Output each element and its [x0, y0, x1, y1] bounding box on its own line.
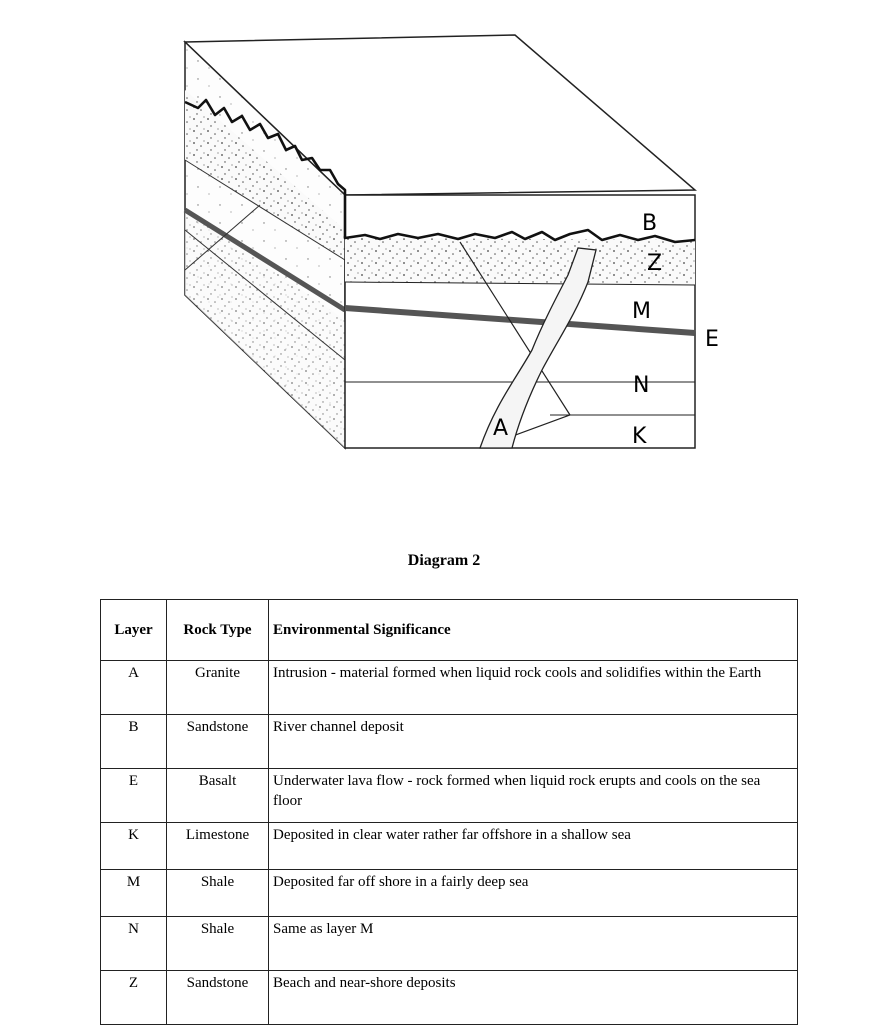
- header-layer: Layer: [100, 599, 167, 661]
- cell-significance: Same as layer M: [268, 916, 798, 971]
- cell-significance: Deposited in clear water rather far offs…: [268, 822, 798, 870]
- cell-layer: M: [100, 869, 167, 917]
- table-header-row: Layer Rock Type Environmental Significan…: [100, 599, 798, 661]
- cell-layer: B: [100, 714, 167, 769]
- layer-table: Layer Rock Type Environmental Significan…: [100, 599, 798, 1025]
- cell-rock-type: Shale: [166, 916, 269, 971]
- table-row: E Basalt Underwater lava flow - rock for…: [100, 768, 798, 823]
- layer-z-sandstone: [345, 238, 695, 285]
- cell-significance: Intrusion - material formed when liquid …: [268, 660, 798, 715]
- side-basalt-line: [183, 207, 347, 313]
- cell-rock-type: Sandstone: [166, 970, 269, 1025]
- side-sandstone-band: [185, 90, 345, 260]
- label-n: N: [633, 373, 649, 398]
- cell-significance: Deposited far off shore in a fairly deep…: [268, 869, 798, 917]
- table-row: Z Sandstone Beach and near-shore deposit…: [100, 970, 798, 1025]
- label-e: E: [705, 327, 719, 352]
- cell-layer: A: [100, 660, 167, 715]
- cell-layer: Z: [100, 970, 167, 1025]
- cell-layer: E: [100, 768, 167, 823]
- block-diagram: B Z M E N K A: [183, 34, 719, 450]
- label-a: A: [493, 416, 508, 441]
- cell-layer: N: [100, 916, 167, 971]
- header-rock-type: Rock Type: [166, 599, 269, 661]
- label-m: M: [632, 299, 651, 324]
- header-environmental-significance: Environmental Significance: [268, 599, 798, 661]
- cell-layer: K: [100, 822, 167, 870]
- cell-significance: Beach and near-shore deposits: [268, 970, 798, 1025]
- side-layer-line: [184, 229, 346, 361]
- unconformity-line: [184, 98, 696, 244]
- cell-rock-type: Basalt: [166, 768, 269, 823]
- cell-significance: Underwater lava flow - rock formed when …: [268, 768, 798, 823]
- table-row: B Sandstone River channel deposit: [100, 714, 798, 769]
- cell-rock-type: Sandstone: [166, 714, 269, 769]
- label-k: K: [632, 424, 647, 449]
- cell-rock-type: Granite: [166, 660, 269, 715]
- table-row: N Shale Same as layer M: [100, 916, 798, 971]
- layer-boundary: [344, 281, 696, 286]
- side-lower-sand: [185, 210, 345, 448]
- cell-rock-type: Shale: [166, 869, 269, 917]
- table-row: M Shale Deposited far off shore in a fai…: [100, 869, 798, 917]
- table-row: A Granite Intrusion - material formed wh…: [100, 660, 798, 715]
- side-fault-line: [184, 204, 261, 271]
- cell-rock-type: Limestone: [166, 822, 269, 870]
- intrusion-a: [479, 247, 597, 449]
- layer-e-basalt: [344, 305, 696, 336]
- side-layer-line: [184, 159, 346, 261]
- table-row: K Limestone Deposited in clear water rat…: [100, 822, 798, 870]
- label-z: Z: [647, 251, 662, 276]
- cell-significance: River channel deposit: [268, 714, 798, 769]
- diagram-caption: Diagram 2: [407, 552, 481, 569]
- label-b: B: [642, 211, 657, 236]
